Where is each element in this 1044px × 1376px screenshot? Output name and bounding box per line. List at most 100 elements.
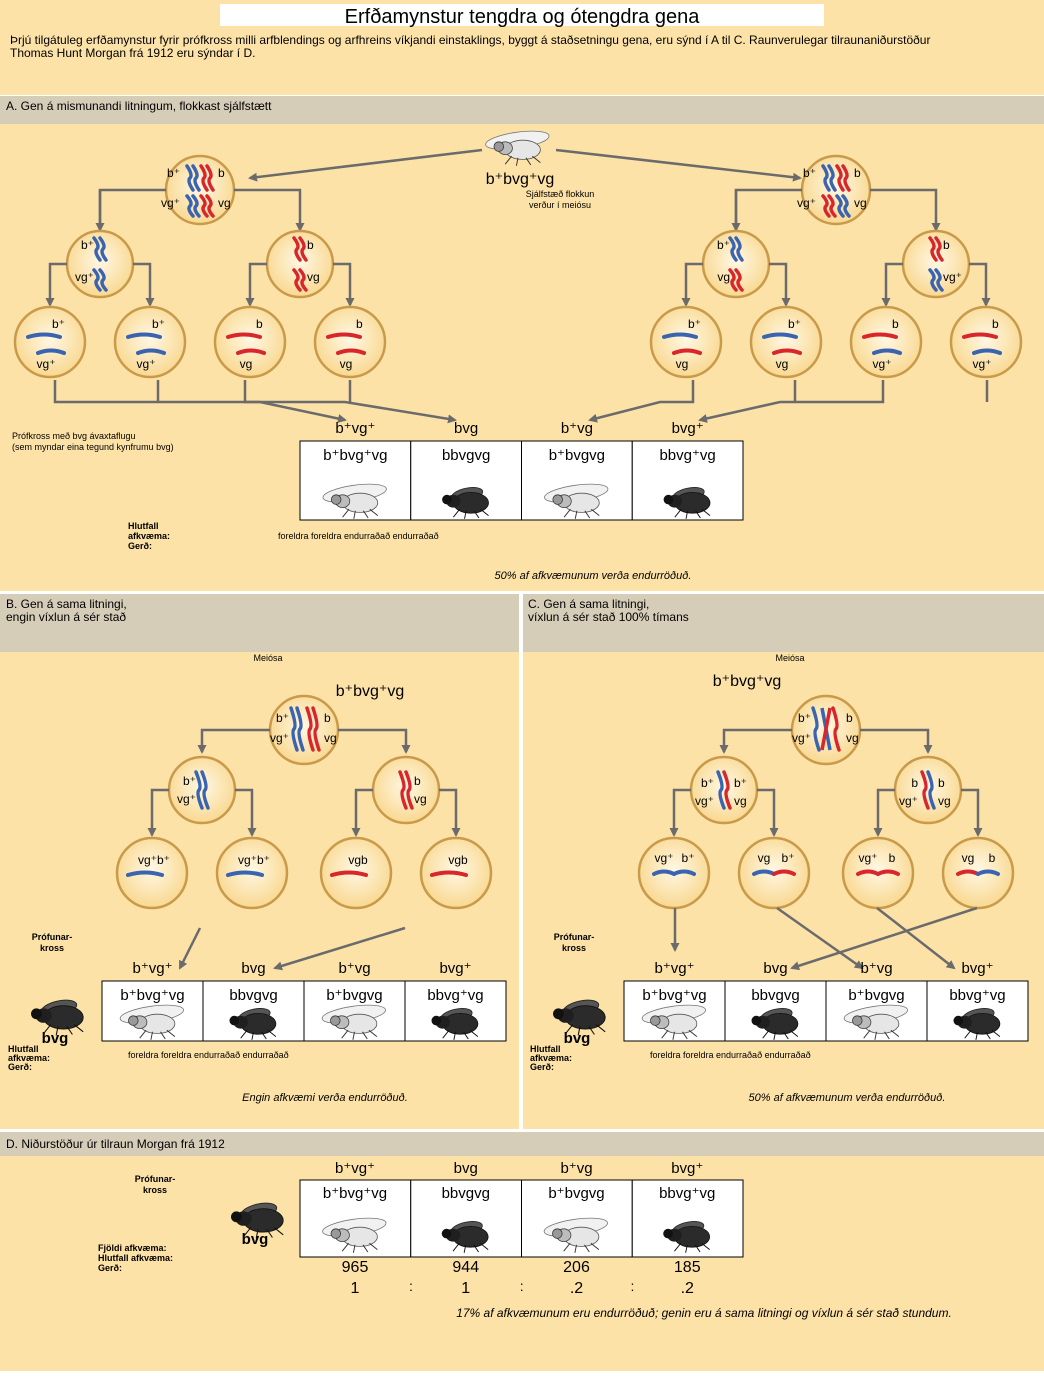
- intro-text: Thomas Hunt Morgan frá 1912 eru sýndar í…: [10, 46, 255, 60]
- arrow: [197, 728, 270, 754]
- offspring-genotype: bbvg⁺vg: [949, 987, 1005, 1004]
- crossover-chromatid: [820, 707, 832, 751]
- gamete-genotype: b⁺vg⁺: [335, 420, 375, 437]
- meiosis-label: Meiósa: [775, 653, 804, 663]
- offspring-genotype: bbvg⁺vg: [659, 1185, 715, 1202]
- arrow: [790, 906, 978, 971]
- testcross-note: (sem myndar eina tegund kynfrumu bvg): [12, 442, 174, 452]
- allele-label: b⁺: [734, 776, 747, 790]
- chromosome: [136, 348, 166, 355]
- panel-heading: víxlun á sér stað 100% tímans: [528, 610, 689, 624]
- testcross-label: kross: [562, 943, 586, 953]
- allele-label: vg⁺: [792, 731, 811, 745]
- arrow: [273, 926, 406, 971]
- allele-label: b: [846, 711, 853, 725]
- chromosome: [972, 348, 1002, 355]
- chromosome: [728, 236, 738, 262]
- chromosome: [98, 268, 108, 292]
- chromosome: [827, 164, 837, 192]
- offspring-genotype: b⁺bvgvg: [548, 1185, 604, 1202]
- arrow: [243, 380, 457, 424]
- page-title: Erfðamynstur tengdra og ótengdra gena: [345, 6, 701, 28]
- gamete-genotype: bvg: [454, 1160, 478, 1177]
- offspring-genotype: bbvgvg: [229, 987, 277, 1004]
- offspring-genotype: bbvg⁺vg: [659, 447, 715, 464]
- gamete-genotype: b⁺vg: [561, 420, 593, 437]
- arrow: [45, 262, 67, 307]
- allele-label: vg: [240, 357, 253, 371]
- arrow: [961, 788, 983, 837]
- chromosome: [205, 194, 215, 218]
- chromosome: [298, 268, 308, 292]
- testcross-label: Prófunar-: [135, 1174, 176, 1184]
- cell-circle: [849, 305, 923, 379]
- allele-label: vg⁺: [161, 196, 180, 210]
- chromosome: [199, 194, 209, 218]
- offspring-genotype: b⁺bvg⁺vg: [323, 447, 387, 464]
- row-label: afkvæma:: [530, 1053, 572, 1063]
- arrow: [178, 927, 202, 970]
- chromosome: [734, 236, 744, 262]
- chromosome: [398, 770, 408, 810]
- arrow: [719, 728, 792, 754]
- arrow: [876, 907, 956, 970]
- allele-label: b: [889, 851, 896, 865]
- conclusion: Engin afkvæmi verða endurröðuð.: [242, 1092, 408, 1104]
- allele-label: vgb: [448, 853, 468, 867]
- offspring-genotype: bbvgvg: [442, 1185, 490, 1202]
- gamete-genotype: bvg⁺: [672, 420, 704, 437]
- conclusion: 50% af afkvæmunum verða endurröðuð.: [495, 570, 692, 582]
- allele-label: vg⁺: [136, 357, 155, 371]
- cell-circle: [893, 755, 963, 825]
- cell-circle: [649, 305, 723, 379]
- gamete-genotype: bvg: [763, 960, 787, 977]
- allele-label: b: [938, 776, 945, 790]
- row-label: Gerð:: [530, 1062, 554, 1072]
- chromosome: [191, 194, 201, 218]
- cell-circle: [371, 755, 441, 825]
- chromosome: [205, 164, 215, 192]
- chromosome: [226, 332, 262, 339]
- panel-b-header: [0, 594, 519, 652]
- allele-label: vg: [414, 792, 427, 806]
- chromosome: [928, 236, 938, 262]
- ratio-separator: :: [520, 1278, 524, 1294]
- testcross-label: Prófunar-: [554, 932, 595, 942]
- offspring-count: 965: [342, 1259, 369, 1276]
- allele-label: vg: [218, 196, 231, 210]
- allele-label: vg: [758, 851, 771, 865]
- allele-label: vg: [307, 270, 320, 284]
- offspring-ratio: 1: [461, 1280, 470, 1297]
- offspring-ratio: 1: [351, 1280, 360, 1297]
- allele-label: vg⁺: [75, 270, 94, 284]
- allele-label: b⁺: [81, 238, 94, 252]
- chromosome: [236, 348, 266, 355]
- cell-circle: [13, 305, 87, 379]
- chromatid: [926, 770, 936, 810]
- panel-heading: C. Gen á sama litningi,: [528, 597, 649, 611]
- arrow: [873, 788, 895, 837]
- chromatid: [811, 706, 821, 752]
- chromosome: [841, 164, 851, 192]
- offspring-types: foreldra foreldra endurraðað endurraðað: [278, 531, 439, 541]
- arrow: [969, 262, 991, 307]
- meiosis-label: Meiósa: [253, 653, 282, 663]
- chromosome: [734, 268, 744, 292]
- testcross-label: Prófunar-: [32, 932, 73, 942]
- chromosome: [934, 268, 944, 292]
- arrow: [235, 788, 257, 837]
- chromosome: [772, 869, 796, 876]
- chromosome: [311, 706, 321, 752]
- allele-label: b⁺: [167, 166, 180, 180]
- gamete-genotype: bvg⁺: [439, 960, 471, 977]
- chromosome: [326, 332, 362, 339]
- gamete-genotype: b⁺vg⁺: [654, 960, 694, 977]
- row-label: Hlutfall: [8, 1044, 39, 1054]
- arrow: [333, 262, 355, 307]
- allele-label: b⁺: [52, 317, 65, 331]
- chromatid: [716, 770, 726, 810]
- cell-circle: [949, 305, 1023, 379]
- parent-genotype: b⁺bvg⁺vg: [713, 673, 781, 690]
- allele-label: vg: [340, 357, 353, 371]
- chromosome: [92, 236, 102, 262]
